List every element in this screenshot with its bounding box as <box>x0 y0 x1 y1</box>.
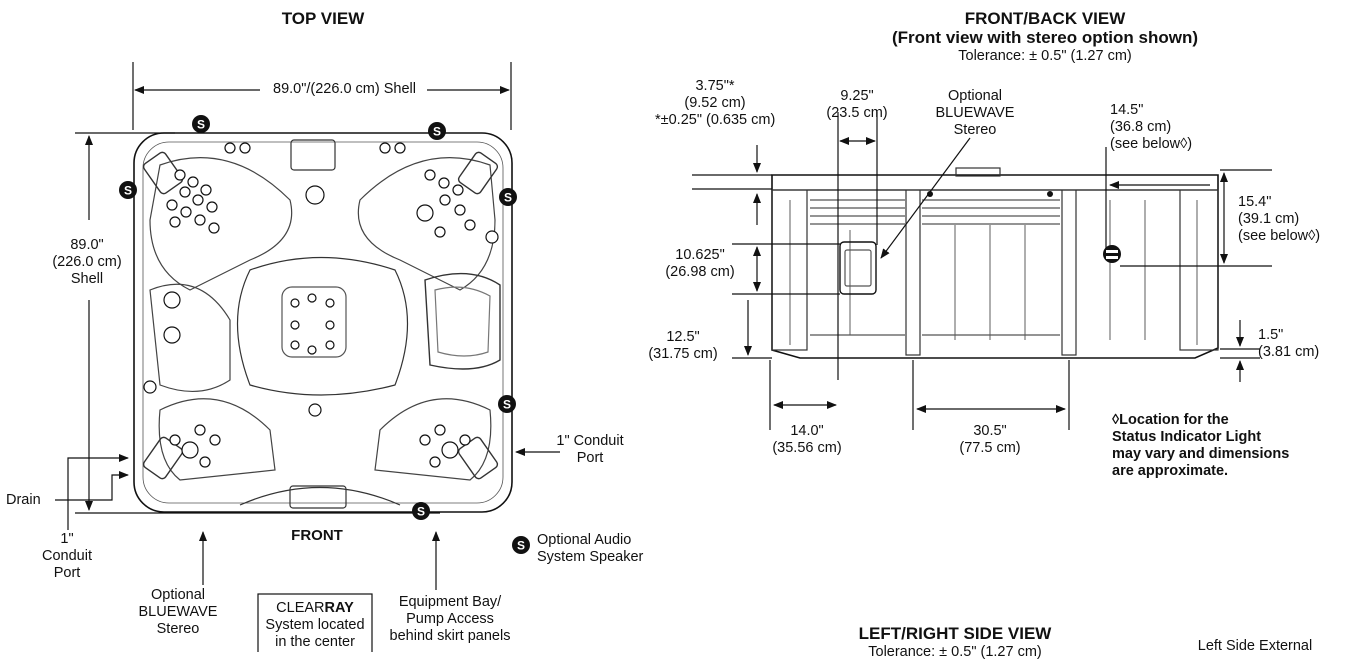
speaker-icon: S <box>412 502 430 520</box>
speaker-icon: S <box>498 395 516 413</box>
front-view-title: FRONT/BACK VIEW(Front view with stereo o… <box>892 9 1198 47</box>
depth-dimension-label: 89.0"(226.0 cm)Shell <box>42 237 132 288</box>
drain-label: Drain <box>6 492 41 508</box>
side-view-tolerance: Tolerance: ± 0.5" (1.27 cm) <box>868 644 1042 660</box>
svg-text:S: S <box>517 539 525 553</box>
speaker-icon: S <box>192 115 210 133</box>
speaker-markers: S S S S S S S <box>119 115 530 554</box>
width-dimension-label: 89.0"/(226.0 cm) Shell <box>262 81 427 98</box>
top-view-title: TOP VIEW <box>281 9 365 28</box>
dim-14-0-label: 14.0"(35.56 cm) <box>772 423 842 456</box>
dim-9-25-label: 9.25"(23.5 cm) <box>826 88 888 121</box>
jets <box>143 142 499 468</box>
dim-12-5-label: 12.5"(31.75 cm) <box>648 329 718 362</box>
speaker-icon: S <box>512 536 530 554</box>
dim-10-625-label: 10.625"(26.98 cm) <box>665 247 735 280</box>
top-view-drawing <box>75 62 513 514</box>
side-view-title: LEFT/RIGHT SIDE VIEW <box>858 624 1052 643</box>
dim-1-5-label: 1.5"(3.81 cm) <box>1258 327 1320 360</box>
dim-30-5-label: 30.5"(77.5 cm) <box>959 423 1021 456</box>
svg-text:S: S <box>417 505 425 519</box>
front-label: FRONT <box>291 527 343 544</box>
svg-text:S: S <box>504 191 512 205</box>
speaker-icon: S <box>428 122 446 140</box>
svg-text:S: S <box>433 125 441 139</box>
svg-text:S: S <box>503 398 511 412</box>
front-view-tolerance: Tolerance: ± 0.5" (1.27 cm) <box>958 48 1132 64</box>
dim-3-75-label: 3.75"*(9.52 cm)*±0.25" (0.635 cm) <box>655 78 776 128</box>
left-side-external-label: Left Side External <box>1197 638 1313 654</box>
speaker-icon: S <box>499 188 517 206</box>
status-indicator-light <box>1103 245 1121 263</box>
speaker-icon: S <box>119 181 137 199</box>
svg-text:S: S <box>124 184 132 198</box>
dim-15-4-label: 15.4"(39.1 cm)(see below◊) <box>1238 194 1321 244</box>
front-view-drawing <box>692 112 1272 430</box>
svg-text:S: S <box>197 118 205 132</box>
clearray-box <box>257 593 373 652</box>
dim-14-5-label: 14.5"(36.8 cm)(see below◊) <box>1110 102 1193 152</box>
